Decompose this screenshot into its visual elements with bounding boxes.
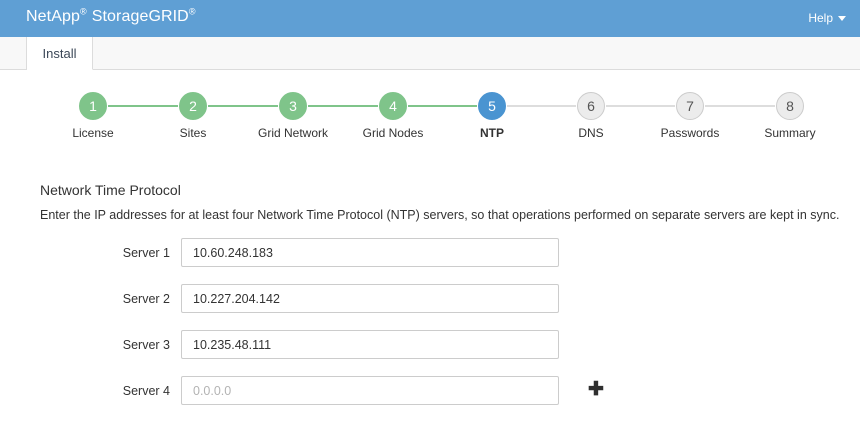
step-number-badge: 1 [79,92,107,120]
step-label: DNS [578,126,604,140]
page-description: Enter the IP addresses for at least four… [40,208,840,222]
add-server-button[interactable]: ✚ [588,379,604,400]
step-number-badge: 7 [676,92,704,120]
ntp-server-row: Server 1 [0,238,860,284]
ntp-server-row: Server 3 [0,330,860,376]
ntp-server-label: Server 1 [122,246,170,260]
tab-install-label: Install [42,45,77,61]
tab-install[interactable]: Install [27,37,93,70]
step-connector [408,105,477,107]
step-number-badge: 5 [478,92,506,120]
step-label: Grid Nodes [362,126,424,140]
registered-trademark-icon: ® [188,6,196,17]
ntp-server-label: Server 3 [122,338,170,352]
step-number-badge: 8 [776,92,804,120]
ntp-server-input[interactable] [181,376,559,405]
step-number-badge: 2 [179,92,207,120]
ntp-servers-form: Server 1 Server 2 Server 3 Server 4 ✚ [0,238,860,422]
ntp-server-row: Server 2 [0,284,860,330]
page-title: Network Time Protocol [40,182,181,198]
brand-logo: NetApp®StorageGRID® [26,6,196,26]
step-number-badge: 6 [577,92,605,120]
step-number-badge: 4 [379,92,407,120]
step-label: Sites [179,126,207,140]
step-number-badge: 3 [279,92,307,120]
registered-trademark-icon: ® [79,6,87,17]
step-label: Passwords [660,126,720,140]
step-connector [606,105,675,107]
ntp-server-label: Server 2 [122,292,170,306]
tab-bar: Install [0,37,860,70]
ntp-server-label: Server 4 [122,384,170,398]
step-connector [507,105,576,107]
step-connector [208,105,278,107]
step-connector [308,105,378,107]
ntp-server-input[interactable] [181,330,559,359]
brand-name: NetApp [26,8,80,25]
app-banner: NetApp®StorageGRID® Help [0,0,860,37]
ntp-server-input[interactable] [181,284,559,313]
ntp-server-input[interactable] [181,238,559,267]
product-name: StorageGRID [91,8,189,25]
help-menu-button[interactable]: Help [808,11,846,25]
help-menu-label: Help [808,11,833,25]
step-connector [705,105,775,107]
step-label: NTP [480,126,504,140]
ntp-server-row: Server 4 ✚ [0,376,860,422]
chevron-down-icon [838,15,846,21]
step-connector [108,105,178,107]
step-label: Grid Network [257,126,328,140]
step-label: License [72,126,114,140]
step-label: Summary [764,126,816,140]
tab-bar-left-edge [0,37,27,69]
